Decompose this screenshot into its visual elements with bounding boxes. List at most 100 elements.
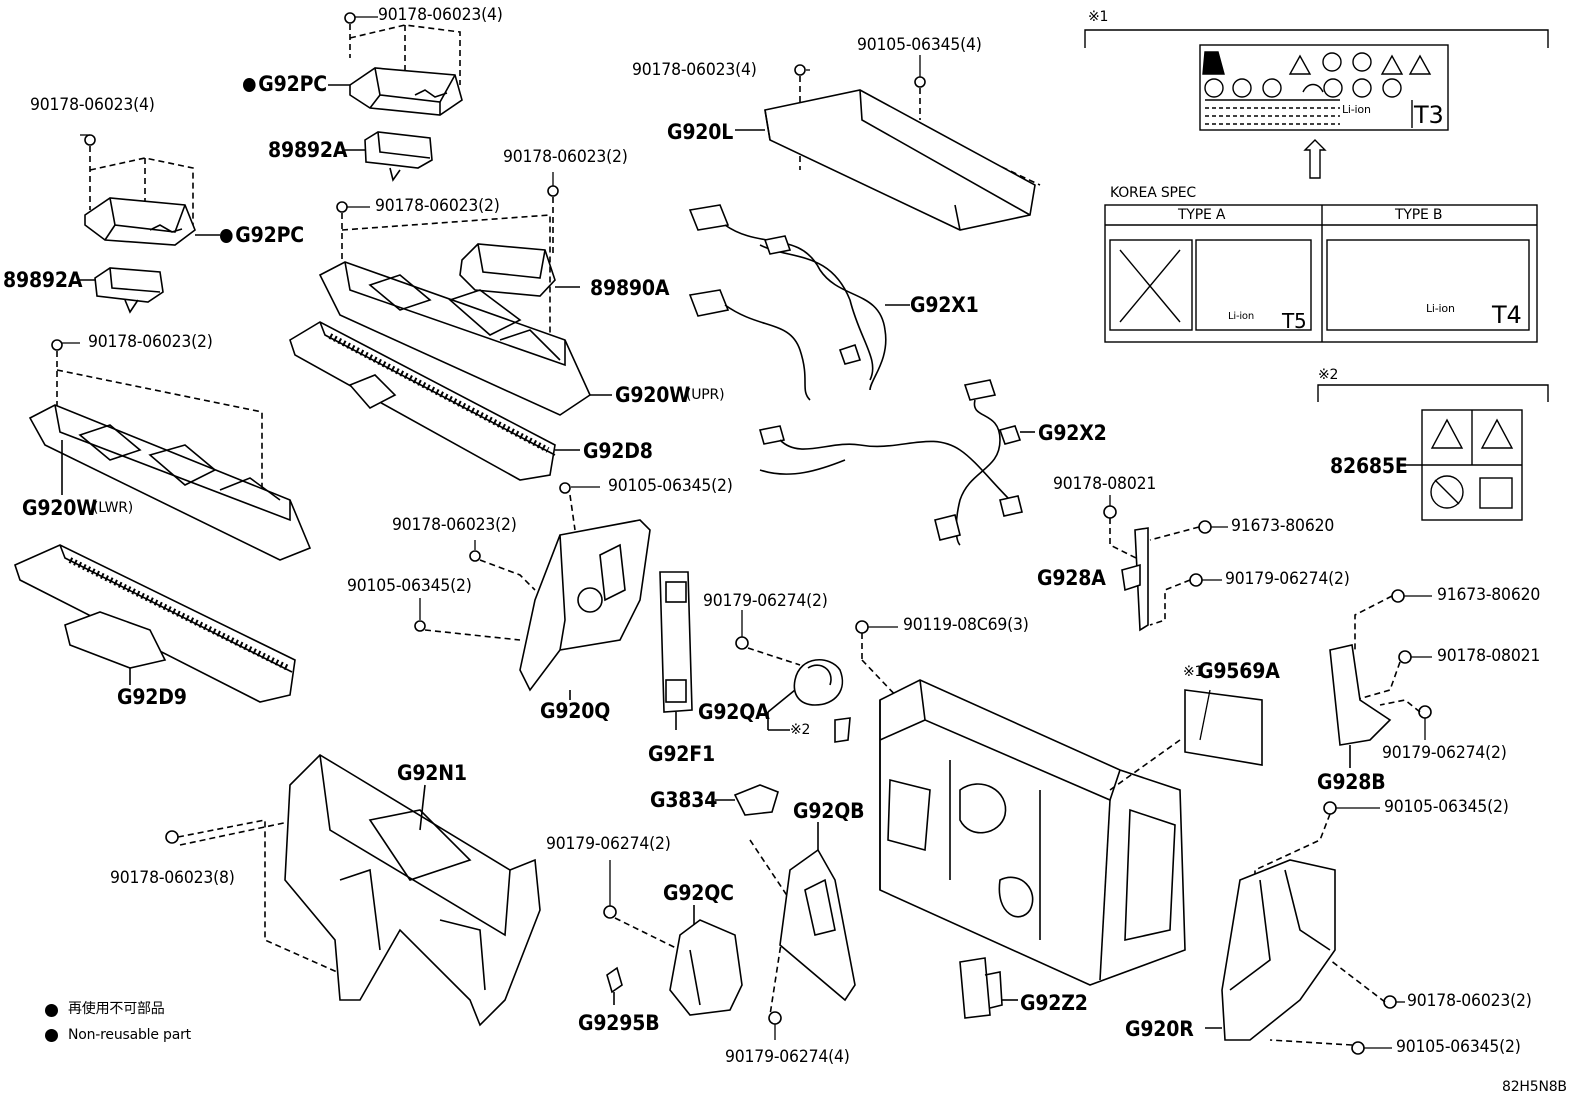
duct-g92qa-drawing	[735, 636, 851, 743]
part-number-label: 90179-06274(2)	[546, 834, 671, 854]
cover-g920l-drawing	[735, 64, 1041, 231]
label-g9569a-drawing	[1184, 689, 1263, 766]
part-label-g9295b: G9295B	[578, 1011, 660, 1035]
part-number-label: 90105-06345(4)	[857, 35, 982, 55]
part-label-g3834: G3834	[650, 788, 718, 812]
part-label-g92qa: G92QA	[698, 700, 770, 724]
note1-label-panel	[1084, 29, 1549, 343]
part-label-g92z2: G92Z2	[1020, 991, 1088, 1015]
filter-g92f1-drawing	[659, 571, 693, 730]
part-number-label: 91673-80620	[1231, 516, 1335, 536]
part-label-g9569a: G9569A	[1198, 659, 1280, 683]
duct-g92d8-drawing	[289, 321, 580, 481]
part-number-label: 90105-06345(2)	[347, 576, 472, 596]
bracket-g920r-drawing	[1205, 801, 1397, 1055]
part-number-label: 90178-06023(4)	[30, 95, 155, 115]
non-reusable-dot-icon	[220, 229, 233, 243]
part-label-g92n1: G92N1	[397, 761, 467, 785]
part-number-label: 90178-06023(4)	[632, 60, 757, 80]
part-number-label: 90119-08C69(3)	[903, 615, 1029, 635]
part-number-label: 90179-06274(2)	[1382, 743, 1507, 763]
part-number-label: 90178-06023(8)	[110, 868, 235, 888]
part-number-label: 90178-06023(2)	[392, 515, 517, 535]
part-label-g92pc-top: G92PC	[243, 74, 327, 95]
part-number-label: 90105-06345(2)	[1384, 797, 1509, 817]
legend-text-en: Non-reusable part	[68, 1027, 191, 1043]
part-label-g928b: G928B	[1317, 770, 1386, 794]
part-label-g920w-lwr: G920W	[22, 496, 97, 520]
li-ion-text: Li-ion	[1426, 302, 1455, 315]
part-number-label: 90105-06345(2)	[1396, 1037, 1521, 1057]
part-label-g920l: G920L	[667, 120, 734, 144]
bracket-g928b-drawing	[1329, 589, 1432, 768]
part-number-label: 91673-80620	[1437, 585, 1541, 605]
part-number-label: 90178-06023(2)	[88, 332, 213, 352]
part-label-g920w-upr: G920W	[615, 383, 690, 407]
type-b-heading: TYPE B	[1395, 207, 1443, 223]
part-label-g92x2: G92X2	[1038, 421, 1107, 445]
bolt-90119-drawing	[855, 620, 901, 701]
part-number-label: 90178-08021	[1437, 646, 1541, 666]
li-ion-text: Li-ion	[1342, 103, 1371, 116]
part-label-g92d9: G92D9	[117, 685, 187, 709]
type-a-heading: TYPE A	[1178, 207, 1226, 223]
part-label-g920q: G920Q	[540, 699, 611, 723]
part-label-g92qb: G92QB	[793, 799, 865, 823]
part-label-89890a: 89890A	[590, 276, 670, 300]
part-number-label: 90105-06345(2)	[608, 476, 733, 496]
relay-g92z2-drawing	[959, 957, 1018, 1019]
li-ion-text: Li-ion	[1228, 311, 1254, 322]
part-number-label: 90178-06023(2)	[1407, 991, 1532, 1011]
module-89892a-top-drawing	[345, 131, 433, 182]
part-label-g92qc: G92QC	[663, 881, 734, 905]
non-reusable-dot-icon	[243, 78, 256, 92]
part-label-g92x1: G92X1	[910, 293, 979, 317]
part-label-g92d8: G92D8	[583, 439, 653, 463]
relay-g3834-drawing	[715, 784, 779, 816]
part-number-label: 90179-06274(2)	[703, 591, 828, 611]
part-number-label: 90178-06023(2)	[375, 196, 500, 216]
korea-spec-heading: KOREA SPEC	[1110, 185, 1196, 201]
part-sublabel-upr: (UPR)	[686, 387, 725, 403]
part-label-g92pc-left: G92PC	[220, 225, 304, 246]
note1-header: ※1	[1088, 9, 1109, 25]
frame-g92n1-drawing	[165, 753, 541, 1027]
part-label-text: G92PC	[258, 72, 327, 96]
ecu-g92pc-top-drawing	[328, 12, 463, 116]
duct-g92d9-drawing	[14, 544, 296, 703]
harness-g92x1-drawing	[688, 204, 910, 401]
part-number-label: 90178-06023(2)	[503, 147, 628, 167]
part-label-89892a-top: 89892A	[268, 138, 348, 162]
part-label-text: G92PC	[235, 223, 304, 247]
note2-label-panel	[1317, 384, 1549, 521]
bracket-g920w-lwr-drawing	[28, 339, 312, 561]
duct-g92qc-drawing	[603, 905, 743, 1016]
part-number-label: 90178-08021	[1053, 474, 1157, 494]
bracket-g920w-upr-drawing	[318, 213, 612, 416]
clip-g9295b-drawing	[606, 966, 623, 1005]
part-number-label: 90179-06274(2)	[1225, 569, 1350, 589]
label-t3: T3	[1414, 101, 1444, 129]
battery-pack-drawing	[879, 679, 1186, 986]
part-label-g920r: G920R	[1125, 1017, 1194, 1041]
legend-dot-icon	[45, 1004, 58, 1017]
leader-lines	[62, 16, 1432, 1049]
part-number-label: 90179-06274(4)	[725, 1047, 850, 1067]
part-note-mark-1: ※1	[1183, 664, 1204, 680]
label-t5: T5	[1282, 309, 1307, 333]
part-label-82685e: 82685E	[1330, 454, 1408, 478]
bracket-g92qb-drawing	[749, 822, 856, 1025]
part-sublabel-lwr: (LWR)	[93, 500, 134, 516]
label-t4: T4	[1492, 301, 1522, 329]
bracket-g928a-drawing	[1103, 505, 1212, 632]
part-label-g928a: G928A	[1037, 566, 1106, 590]
part-label-89892a-left: 89892A	[3, 268, 83, 292]
part-note-mark-2: ※2	[790, 722, 811, 738]
legend-dot-icon	[45, 1029, 58, 1042]
ecu-g92pc-left-drawing	[78, 134, 220, 314]
bracket-g920q-drawing	[414, 482, 651, 700]
note2-header: ※2	[1318, 367, 1339, 383]
part-number-label: 90178-06023(4)	[378, 5, 503, 25]
